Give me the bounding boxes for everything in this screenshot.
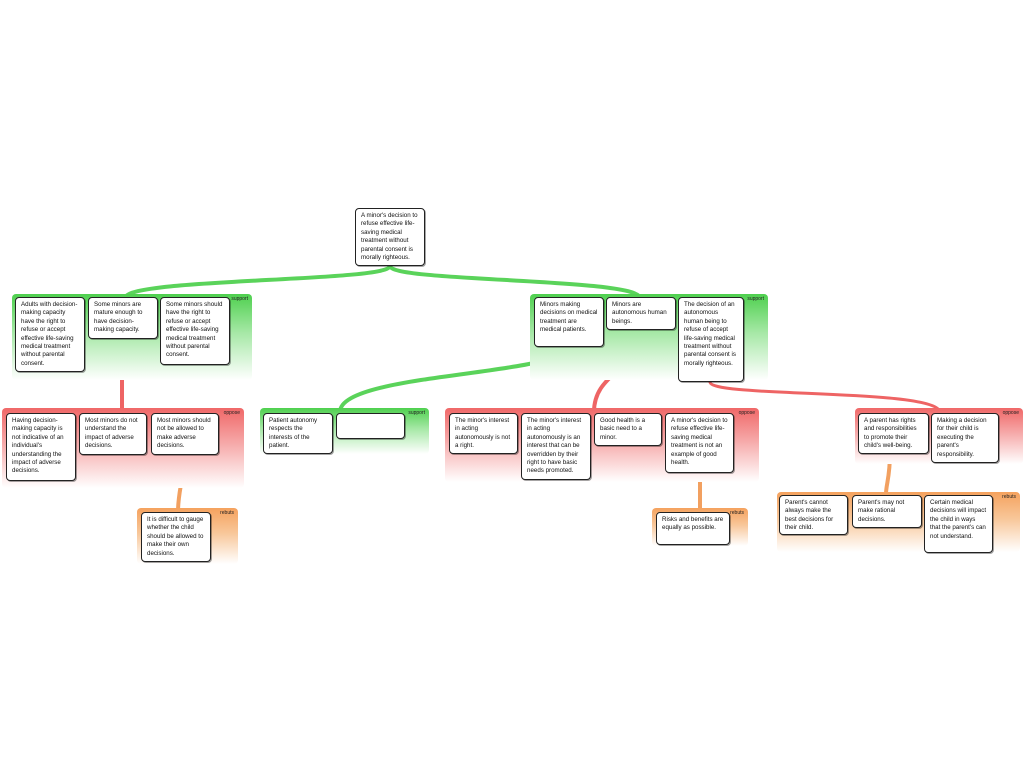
link-root-left-support [123, 264, 392, 300]
group-label-rebut-2: rebuts [730, 510, 744, 516]
group-label-support-2: support [747, 296, 764, 302]
mid-oppose-node-2[interactable]: The minor's interest in acting autonomou… [521, 413, 591, 480]
right-support-node-2[interactable]: Minors are autonomous human beings. [606, 297, 676, 330]
patient-support-node-1[interactable]: Patient autonomy respects the interests … [263, 413, 333, 454]
mid-rebut-node-1[interactable]: Risks and benefits are equally as possib… [656, 512, 730, 545]
group-label-oppose: oppose [223, 410, 240, 416]
right-oppose-node-2[interactable]: Making a decision for their child is exe… [931, 413, 999, 463]
left-oppose-node-1[interactable]: Having decision-making capacity is not i… [6, 413, 76, 481]
left-support-node-3[interactable]: Some minors should have the right to ref… [160, 297, 230, 365]
right-rebut-node-1[interactable]: Parent's cannot always make the best dec… [779, 495, 848, 535]
left-rebut-node-1[interactable]: It is difficult to gauge whether the chi… [141, 512, 211, 562]
link-right-oppose [708, 380, 942, 413]
mid-oppose-node-1[interactable]: The minor's interest in acting autonomou… [449, 413, 518, 454]
right-oppose-node-1[interactable]: A parent has rights and responsibilities… [858, 413, 929, 454]
left-oppose-node-3[interactable]: Most minors should not be allowed to mak… [151, 413, 219, 455]
group-label-rebut-3: rebuts [1002, 494, 1016, 500]
group-label-oppose-2: oppose [738, 410, 755, 416]
left-oppose-node-2[interactable]: Most minors do not understand the impact… [79, 413, 147, 455]
group-label-support-3: support [408, 410, 425, 416]
link-root-right-support [388, 264, 642, 300]
group-label-support: support [231, 296, 248, 302]
group-label-rebut: rebuts [220, 510, 234, 516]
right-support-node-3[interactable]: The decision of an autonomous human bein… [678, 297, 744, 382]
right-rebut-node-3[interactable]: Certain medical decisions will impact th… [924, 495, 993, 553]
group-label-oppose-3: oppose [1002, 410, 1019, 416]
mid-oppose-node-3[interactable]: Good health is a basic need to a minor. [594, 413, 662, 446]
left-support-node-1[interactable]: Adults with decision-making capacity hav… [15, 297, 85, 372]
right-support-node-1[interactable]: Minors making decisions on medical treat… [534, 297, 604, 347]
mid-oppose-node-4[interactable]: A minor's decision to refuse effective l… [665, 413, 734, 473]
left-support-node-2[interactable]: Some minors are mature enough to have de… [88, 297, 158, 339]
root-claim-node[interactable]: A minor's decision to refuse effective l… [355, 208, 425, 266]
right-rebut-node-2[interactable]: Parent's may not make rational decisions… [852, 495, 922, 528]
patient-support-node-empty[interactable] [336, 413, 405, 439]
